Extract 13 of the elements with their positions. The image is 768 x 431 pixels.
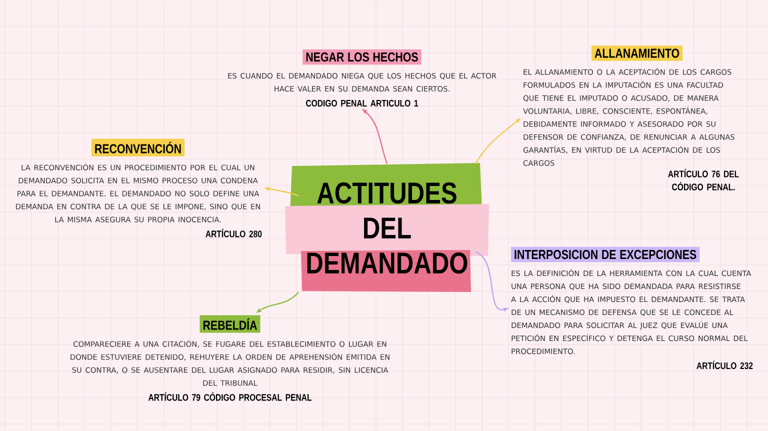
node-label: ACTITUDES <box>317 182 456 204</box>
article-reference: ARTÍCULO 79 CÓDIGO PROCESAL PENAL <box>148 392 312 401</box>
topic-heading: ALLANAMIENTO <box>591 46 683 61</box>
article-reference: ARTÍCULO 76 DEL CÓDIGO PENAL. <box>668 168 739 190</box>
topic-heading: REBELDÍA <box>200 315 260 333</box>
title-banner: ACTITUDES DEL DEMANDADO <box>285 163 489 292</box>
topic-heading: NEGAR LOS HECHOS <box>302 49 422 65</box>
article-reference: ARTÍCULO 280 <box>206 228 262 238</box>
article-reference: CODIGO PENAL ARTICULO 1 <box>306 100 418 107</box>
topic-heading: INTERPOSICION DE EXCEPCIONES <box>511 246 700 262</box>
node-label: DEMANDADO <box>307 252 468 274</box>
topic-heading: RECONVENCIÓN <box>91 138 185 156</box>
article-reference: ARTÍCULO 232 <box>696 360 753 370</box>
